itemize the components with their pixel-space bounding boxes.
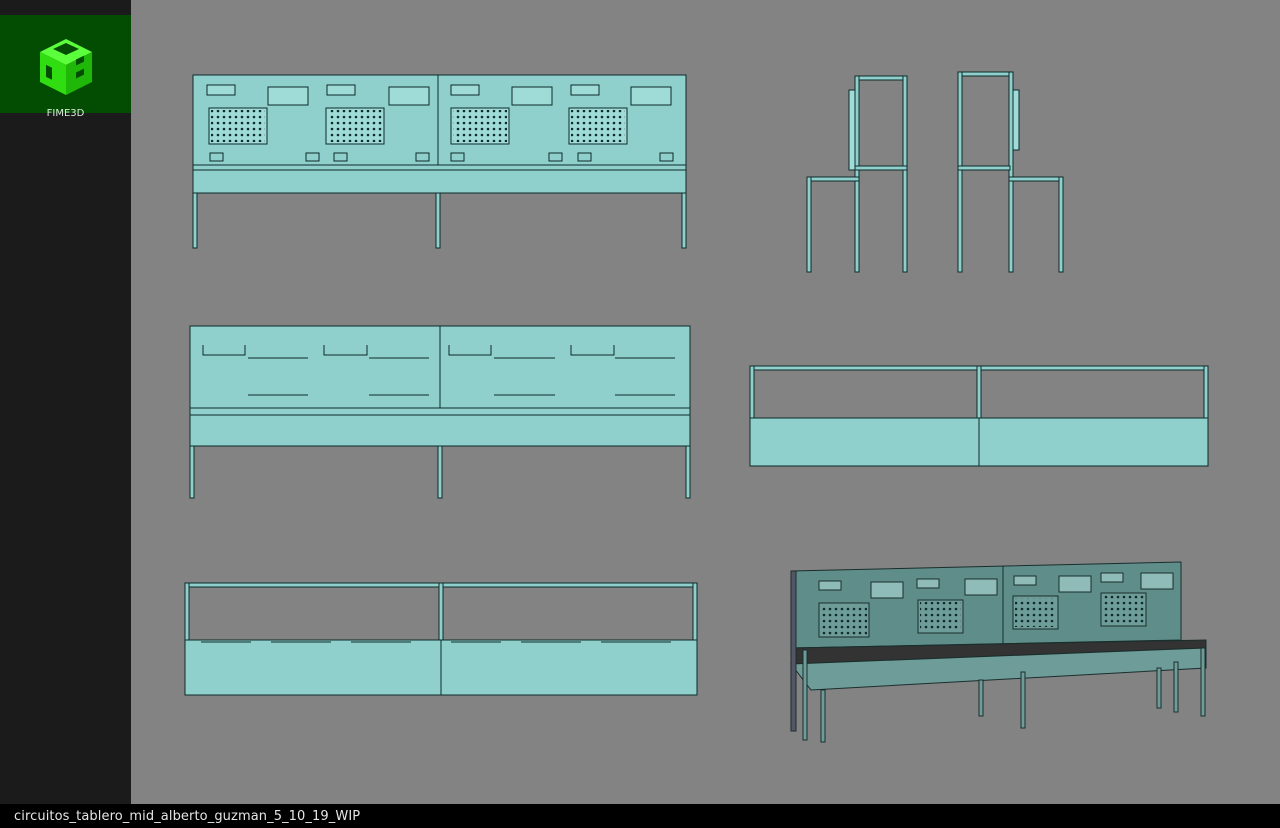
left-sidebar: FIME3D: [0, 0, 131, 804]
model-views-canvas: [184, 71, 1209, 743]
back-view-wireframe: [189, 325, 691, 499]
brand-logo-panel: FIME3D: [0, 15, 131, 119]
top-view-wireframe: [184, 582, 698, 696]
front-view-wireframe: [192, 74, 687, 249]
side-views-wireframe: [806, 71, 1064, 273]
side-rail-view-wireframe: [749, 365, 1209, 467]
perspective-shaded-view: [790, 561, 1207, 743]
fime3d-cube-logo-icon: [40, 39, 92, 95]
status-footer: circuitos_tablero_mid_alberto_guzman_5_1…: [0, 804, 1280, 828]
3d-viewport[interactable]: [131, 0, 1280, 804]
brand-name: FIME3D: [46, 108, 85, 119]
file-caption: circuitos_tablero_mid_alberto_guzman_5_1…: [14, 809, 361, 824]
